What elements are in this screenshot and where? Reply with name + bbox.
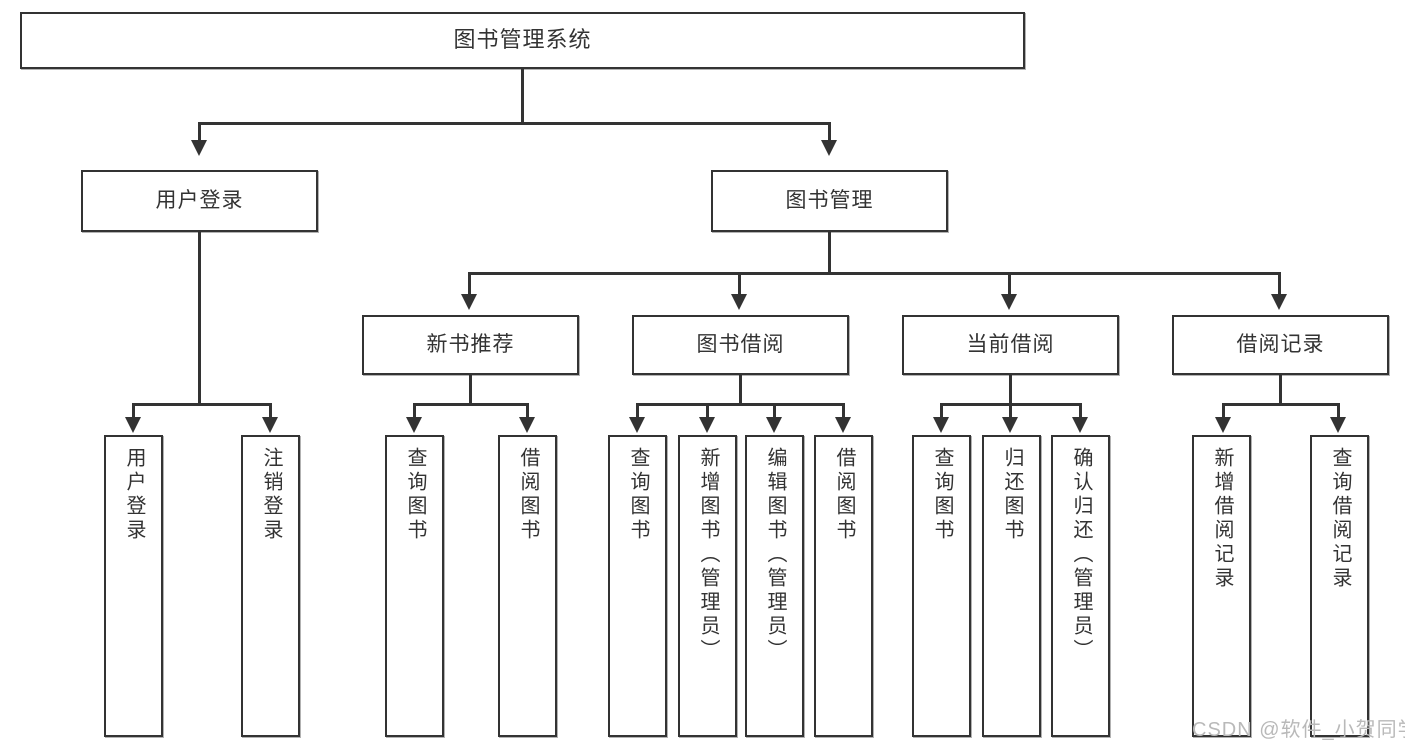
node-book-management[interactable]: 图书管理 (711, 170, 948, 232)
connector-user-login-drop-0 (132, 403, 135, 419)
arrow-to-leaf-confirm-return (1072, 417, 1088, 433)
leaf-confirm-return-admin[interactable]: 确认归还（管理员） (1051, 435, 1110, 737)
connector-book-borrow-drop-3 (842, 403, 845, 419)
arrow-to-leaf-logout (262, 417, 278, 433)
connector-book-management-stem (828, 232, 831, 274)
arrow-to-leaf-query-book-bb (629, 417, 645, 433)
connector-borrow-record-drop-1 (1337, 403, 1340, 419)
arrow-to-borrow-record (1271, 294, 1287, 310)
connector-new-book-bus (413, 403, 529, 406)
arrow-to-current-borrow (1001, 294, 1017, 310)
connector-book-borrow-drop-2 (773, 403, 776, 419)
connector-book-borrow-drop-0 (636, 403, 639, 419)
leaf-query-book-new[interactable]: 查询图书 (385, 435, 444, 737)
leaf-user-login[interactable]: 用户登录 (104, 435, 163, 737)
connector-user-login-bus (132, 403, 269, 406)
node-label: 用户登录 (123, 447, 145, 543)
node-label: 查询图书 (931, 447, 953, 543)
connector-borrow-record-drop-0 (1222, 403, 1225, 419)
connector-level3-drop-3 (1278, 272, 1281, 296)
node-current-borrow[interactable]: 当前借阅 (902, 315, 1119, 375)
node-label: 注销登录 (260, 447, 282, 543)
arrow-to-user-login (191, 140, 207, 156)
connector-book-borrow-stem (739, 375, 742, 405)
leaf-logout[interactable]: 注销登录 (241, 435, 300, 737)
connector-root-stem (521, 69, 524, 124)
connector-book-borrow-drop-1 (706, 403, 709, 419)
node-new-book-recommend[interactable]: 新书推荐 (362, 315, 579, 375)
node-user-login[interactable]: 用户登录 (81, 170, 318, 232)
arrow-to-leaf-query-record (1330, 417, 1346, 433)
arrow-to-new-book-recommend (461, 294, 477, 310)
connector-book-borrow-bus (636, 403, 844, 406)
leaf-add-borrow-record[interactable]: 新增借阅记录 (1192, 435, 1251, 737)
connector-new-book-stem (469, 375, 472, 405)
node-label: 借阅图书 (517, 447, 539, 543)
node-label: 查询图书 (627, 447, 649, 543)
connector-borrow-record-stem (1279, 375, 1282, 405)
connector-level3-drop-0 (468, 272, 471, 296)
node-label: 当前借阅 (966, 333, 1055, 357)
leaf-borrow-book-new[interactable]: 借阅图书 (498, 435, 557, 737)
arrow-to-book-borrow (731, 294, 747, 310)
arrow-to-leaf-query-book-cb (933, 417, 949, 433)
arrow-to-leaf-return-book (1002, 417, 1018, 433)
connector-current-borrow-drop-2 (1079, 403, 1082, 419)
node-label: 查询图书 (404, 447, 426, 543)
leaf-borrow-book[interactable]: 借阅图书 (814, 435, 873, 737)
leaf-query-book-borrow[interactable]: 查询图书 (608, 435, 667, 737)
connector-current-borrow-stem (1009, 375, 1012, 405)
connector-level3-drop-2 (1008, 272, 1011, 296)
node-label: 图书管理系统 (453, 27, 592, 53)
connector-user-login-drop-1 (269, 403, 272, 419)
arrow-to-leaf-add-book (699, 417, 715, 433)
node-label: 新增图书（管理员） (697, 447, 719, 663)
arrow-to-leaf-edit-book (766, 417, 782, 433)
arrow-to-leaf-borrow-book-nb (519, 417, 535, 433)
arrow-to-leaf-user-login (125, 417, 141, 433)
node-borrow-record[interactable]: 借阅记录 (1172, 315, 1389, 375)
node-label: 借阅图书 (833, 447, 855, 543)
node-label: 借阅记录 (1236, 333, 1325, 357)
connector-level2-drop-1 (828, 122, 831, 142)
arrow-to-leaf-borrow-book-bb (835, 417, 851, 433)
arrow-to-leaf-query-book-nb (406, 417, 422, 433)
connector-level3-drop-1 (738, 272, 741, 296)
node-label: 图书管理 (785, 189, 874, 213)
node-root-book-management-system[interactable]: 图书管理系统 (20, 12, 1025, 69)
connector-user-login-stem (198, 232, 201, 405)
node-label: 新书推荐 (426, 333, 515, 357)
node-label: 编辑图书（管理员） (764, 447, 786, 663)
node-label: 归还图书 (1001, 447, 1023, 543)
leaf-query-borrow-record[interactable]: 查询借阅记录 (1310, 435, 1369, 737)
node-book-borrow[interactable]: 图书借阅 (632, 315, 849, 375)
connector-level2-bus (198, 122, 831, 125)
connector-current-borrow-drop-1 (1009, 403, 1012, 419)
connector-borrow-record-bus (1222, 403, 1340, 406)
arrow-to-leaf-add-record (1215, 417, 1231, 433)
leaf-return-book[interactable]: 归还图书 (982, 435, 1041, 737)
node-label: 图书借阅 (696, 333, 785, 357)
node-label: 新增借阅记录 (1211, 447, 1233, 591)
connector-new-book-drop-0 (413, 403, 416, 419)
leaf-add-book-admin[interactable]: 新增图书（管理员） (678, 435, 737, 737)
node-label: 查询借阅记录 (1329, 447, 1351, 591)
leaf-edit-book-admin[interactable]: 编辑图书（管理员） (745, 435, 804, 737)
leaf-query-book-current[interactable]: 查询图书 (912, 435, 971, 737)
node-label: 确认归还（管理员） (1070, 447, 1092, 663)
csdn-watermark: CSDN @软件_小贺同学 (1192, 719, 1405, 741)
connector-current-borrow-drop-0 (940, 403, 943, 419)
node-label: 用户登录 (155, 189, 244, 213)
arrow-to-book-management (821, 140, 837, 156)
connector-level3-bus (468, 272, 1280, 275)
connector-level2-drop-0 (198, 122, 201, 142)
connector-new-book-drop-1 (526, 403, 529, 419)
